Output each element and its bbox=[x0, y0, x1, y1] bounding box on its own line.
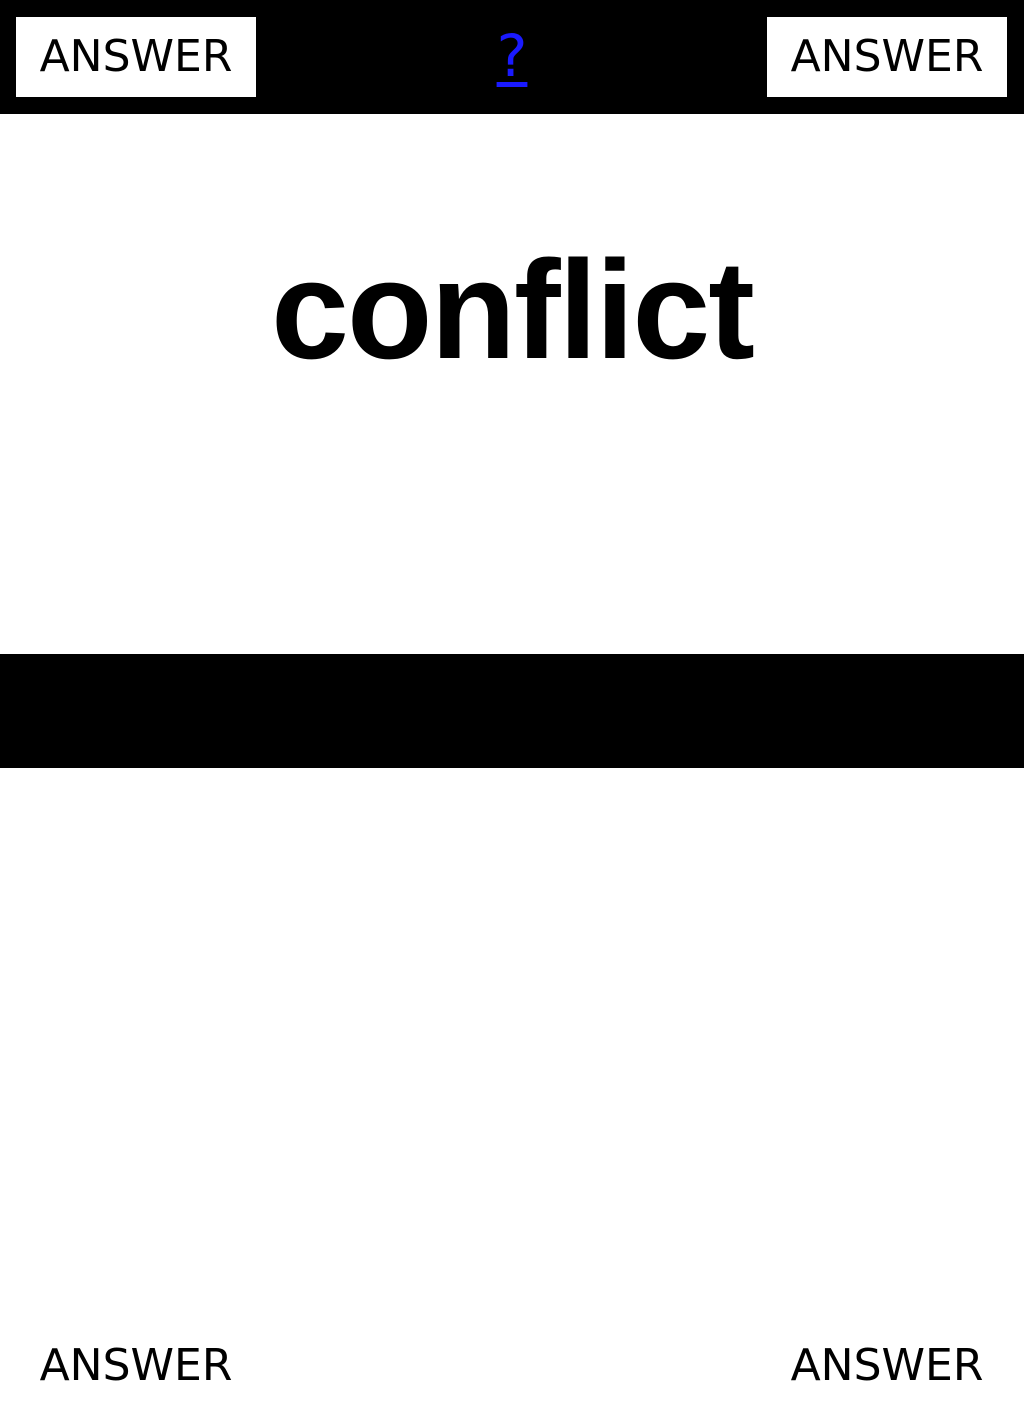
answer-button-bottom-left[interactable]: ANSWER bbox=[16, 1326, 256, 1406]
top-bar: ANSWER ? ANSWER bbox=[0, 0, 1024, 114]
bottom-bar: ANSWER ANSWER bbox=[0, 654, 1024, 1406]
help-link[interactable]: ? bbox=[496, 22, 528, 90]
prompt-word: conflict bbox=[271, 231, 755, 388]
answer-button-top-left[interactable]: ANSWER bbox=[16, 17, 256, 97]
answer-button-top-right[interactable]: ANSWER bbox=[767, 17, 1007, 97]
answer-button-bottom-right[interactable]: ANSWER bbox=[767, 1326, 1007, 1406]
